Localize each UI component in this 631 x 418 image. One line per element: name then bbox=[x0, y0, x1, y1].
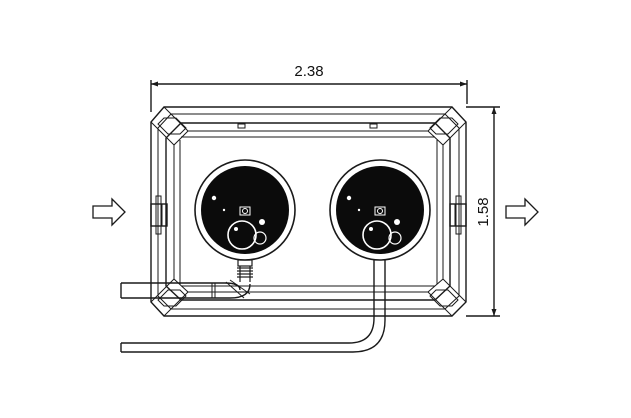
height-dimension: 1.58 bbox=[466, 106, 500, 317]
rail-clips bbox=[229, 123, 385, 132]
inner-frame bbox=[165, 122, 451, 301]
outlet-arrow-icon bbox=[505, 197, 539, 227]
outlet-port bbox=[449, 195, 467, 235]
pipe-right bbox=[120, 260, 386, 353]
pipe-left bbox=[120, 279, 251, 299]
inlet-arrow-icon bbox=[92, 197, 126, 227]
width-label: 2.38 bbox=[294, 63, 323, 80]
gauge-left-stem bbox=[237, 259, 253, 282]
inlet-port bbox=[150, 195, 168, 235]
gauge-right bbox=[329, 159, 431, 261]
width-dimension: 2.38 bbox=[150, 63, 468, 112]
height-label: 1.58 bbox=[475, 197, 492, 226]
gauge-left bbox=[194, 159, 296, 261]
